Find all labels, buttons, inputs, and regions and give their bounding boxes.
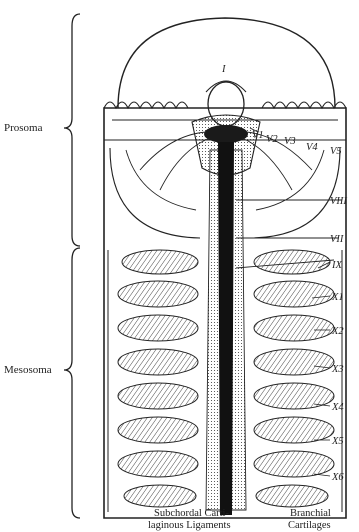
nerve-label-X2: X2: [331, 326, 344, 337]
prosoma-label: Prosoma: [4, 122, 43, 134]
nerve-label-V2: V2: [266, 134, 278, 145]
branchial-segments-left: [118, 250, 198, 507]
nerve-label-V3: V3: [284, 136, 296, 147]
mesosoma-label: Mesosoma: [4, 364, 52, 376]
nerve-label-X1: X1: [331, 292, 344, 303]
caption-left-line1: Subchordal Carti-: [154, 508, 229, 519]
mesosoma-brace: [64, 248, 80, 518]
central-column: [206, 142, 246, 515]
prosoma-brace: [64, 14, 80, 246]
nerve-label-V1: V1: [252, 130, 264, 141]
nerve-label-X5: X5: [331, 436, 344, 447]
nerve-label-X6: X6: [331, 472, 344, 483]
caption-left-line2: laginous Ligaments: [148, 520, 231, 531]
nerve-label-IX: IX: [331, 260, 342, 271]
nerve-label-X4: X4: [331, 402, 344, 413]
nerve-label-VIII: VIII: [330, 196, 347, 207]
nerve-label-VII: VII: [330, 234, 344, 245]
caption-right-line2: Cartilages: [288, 520, 331, 531]
caption-right-line1: Branchial: [290, 508, 331, 519]
nerve-label-V4: V4: [306, 142, 318, 153]
nerve-label-V5: V5: [330, 146, 342, 157]
branchial-segments-right: [254, 250, 334, 507]
nerve-label-I: I: [221, 64, 226, 75]
nerve-label-X3: X3: [331, 364, 344, 375]
